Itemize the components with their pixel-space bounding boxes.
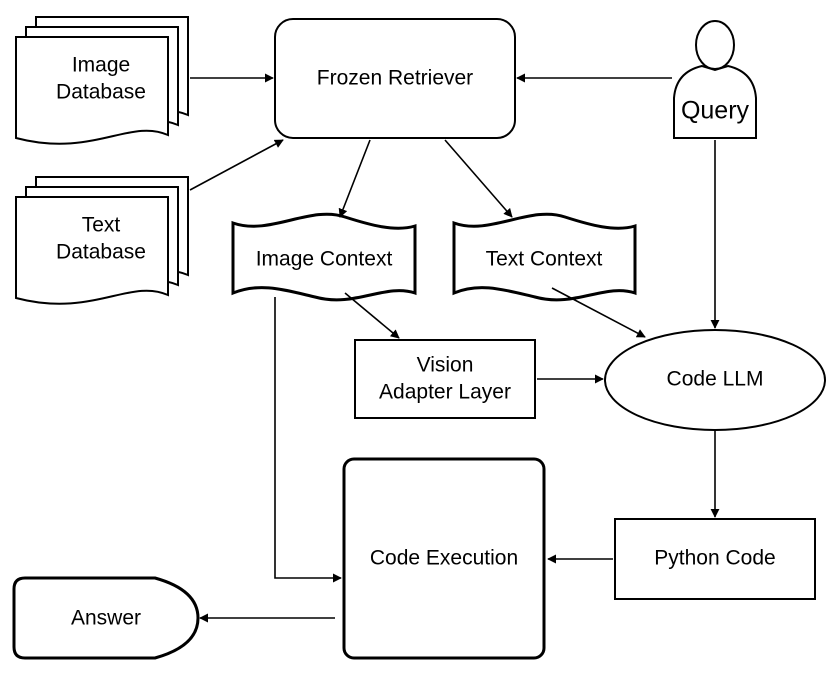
text-database-label-line1: Text bbox=[82, 214, 121, 237]
code-llm-label: Code LLM bbox=[667, 368, 764, 391]
vision-adapter-node: Vision Adapter Layer bbox=[354, 339, 536, 419]
text-database-label-line2: Database bbox=[56, 241, 146, 264]
image-database-node: Image Database bbox=[15, 16, 189, 145]
frozen-retriever-node: Frozen Retriever bbox=[274, 18, 516, 139]
code-llm-node: Code LLM bbox=[604, 329, 826, 431]
image-database-label-line2: Database bbox=[56, 81, 146, 104]
edge-image-context-to-vision-adapter bbox=[344, 292, 400, 339]
query-node: Query bbox=[673, 20, 757, 139]
code-execution-node: Code Execution bbox=[342, 457, 546, 660]
edge-frozen-retriever-to-image-context bbox=[338, 139, 371, 218]
frozen-retriever-label: Frozen Retriever bbox=[317, 67, 473, 90]
edges bbox=[189, 73, 720, 623]
edge-frozen-retriever-to-text-context bbox=[444, 139, 513, 218]
text-context-label: Text Context bbox=[486, 248, 603, 271]
text-context-node: Text Context bbox=[452, 212, 637, 302]
code-execution-label: Code Execution bbox=[370, 547, 518, 570]
answer-label: Answer bbox=[71, 607, 141, 630]
edge-text-context-to-code-llm bbox=[551, 287, 646, 338]
image-database-label-line1: Image bbox=[72, 54, 130, 77]
image-context-label: Image Context bbox=[256, 248, 393, 271]
edge-image-context-to-code-execution bbox=[274, 297, 342, 583]
text-database-node: Text Database bbox=[15, 176, 189, 305]
answer-node: Answer bbox=[12, 576, 200, 660]
edge-text-database-to-frozen-retriever bbox=[189, 139, 284, 191]
vision-adapter-label-line2: Adapter Layer bbox=[379, 381, 511, 404]
vision-adapter-label-line1: Vision bbox=[417, 354, 474, 377]
python-code-label: Python Code bbox=[654, 547, 775, 570]
user-icon bbox=[673, 20, 757, 139]
python-code-node: Python Code bbox=[614, 518, 816, 600]
image-context-node: Image Context bbox=[231, 212, 417, 302]
query-label: Query bbox=[681, 97, 750, 125]
